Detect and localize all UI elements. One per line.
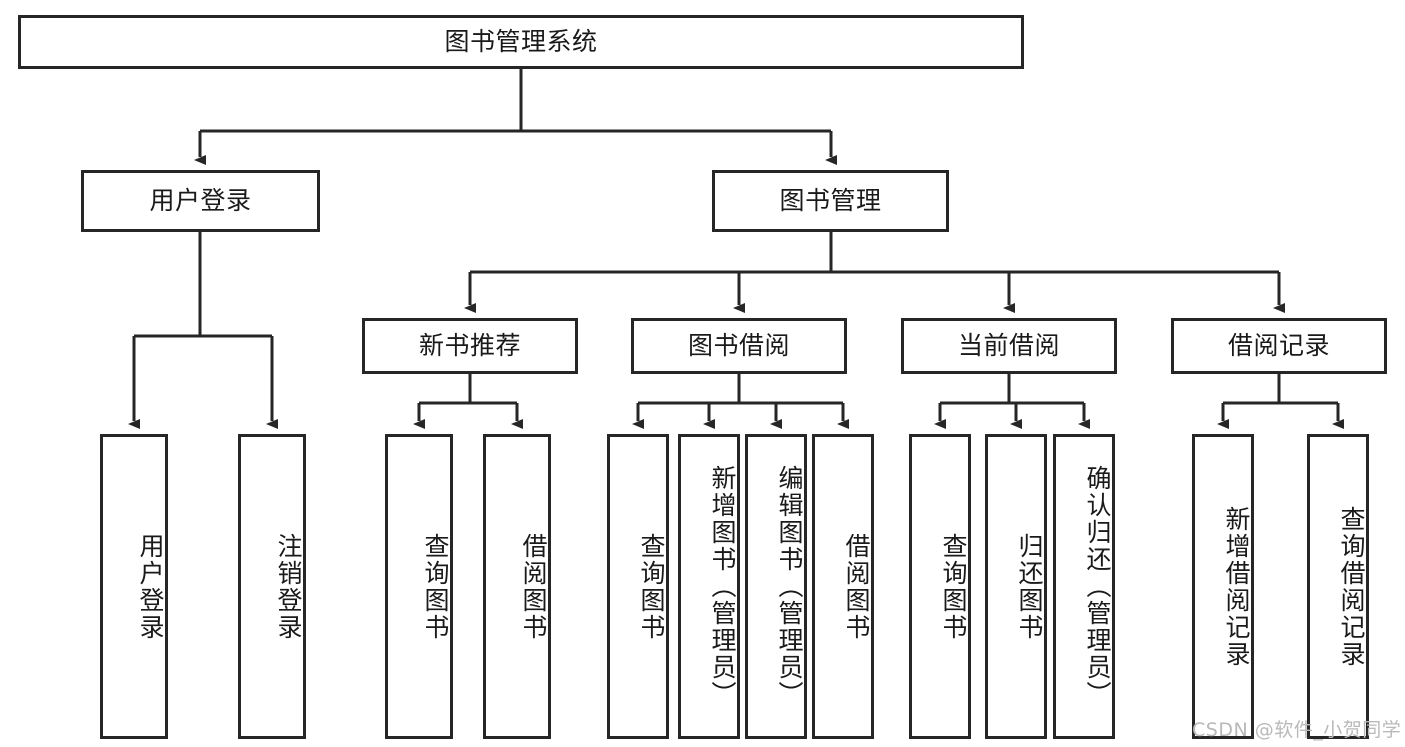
node-leaf-label: 查询图书 <box>637 532 666 641</box>
node-leaf-query-borrow-record[interactable]: 查询借阅记录 <box>1307 434 1369 739</box>
node-leaf-user-login[interactable]: 用户登录 <box>100 434 168 739</box>
node-level2-user-login[interactable]: 用户登录 <box>81 170 320 232</box>
node-leaf-lend-book[interactable]: 借阅图书 <box>812 434 874 739</box>
node-leaf-label: 注销登录 <box>274 532 303 641</box>
node-leaf-label: 归还图书 <box>1015 532 1044 641</box>
node-leaf-edit-book-admin[interactable]: 编辑图书（管理员） <box>745 434 807 739</box>
node-leaf-query-book-borrow[interactable]: 查询图书 <box>607 434 669 739</box>
node-leaf-label: 编辑图书（管理员） <box>775 465 804 708</box>
node-leaf-add-book-admin[interactable]: 新增图书（管理员） <box>678 434 740 739</box>
node-leaf-borrow-book-newbook[interactable]: 借阅图书 <box>483 434 551 739</box>
node-level3-current-borrow[interactable]: 当前借阅 <box>901 318 1117 374</box>
node-leaf-return-book[interactable]: 归还图书 <box>985 434 1047 739</box>
node-leaf-confirm-return-admin[interactable]: 确认归还（管理员） <box>1053 434 1115 739</box>
csdn-watermark: CSDN @软件_小贺同学 <box>1192 719 1402 741</box>
node-level3-book-borrow[interactable]: 图书借阅 <box>631 318 847 374</box>
node-leaf-label: 确认归还（管理员） <box>1083 465 1112 708</box>
node-leaf-label: 新增图书（管理员） <box>708 465 737 708</box>
node-leaf-label: 查询图书 <box>939 532 968 641</box>
node-leaf-label: 用户登录 <box>136 532 165 641</box>
node-level2-book-management[interactable]: 图书管理 <box>712 170 949 232</box>
node-leaf-query-book-newbook[interactable]: 查询图书 <box>385 434 453 739</box>
node-leaf-add-borrow-record[interactable]: 新增借阅记录 <box>1192 434 1254 739</box>
node-leaf-label: 借阅图书 <box>842 532 871 641</box>
node-leaf-label: 查询图书 <box>421 532 450 641</box>
node-leaf-query-book-current[interactable]: 查询图书 <box>909 434 971 739</box>
node-leaf-logout[interactable]: 注销登录 <box>238 434 306 739</box>
node-root[interactable]: 图书管理系统 <box>18 15 1024 69</box>
node-leaf-label: 借阅图书 <box>519 532 548 641</box>
node-level3-borrow-record[interactable]: 借阅记录 <box>1171 318 1387 374</box>
node-level3-new-book-recommend[interactable]: 新书推荐 <box>362 318 578 374</box>
node-leaf-label: 新增借阅记录 <box>1222 505 1251 668</box>
node-leaf-label: 查询借阅记录 <box>1337 505 1366 668</box>
